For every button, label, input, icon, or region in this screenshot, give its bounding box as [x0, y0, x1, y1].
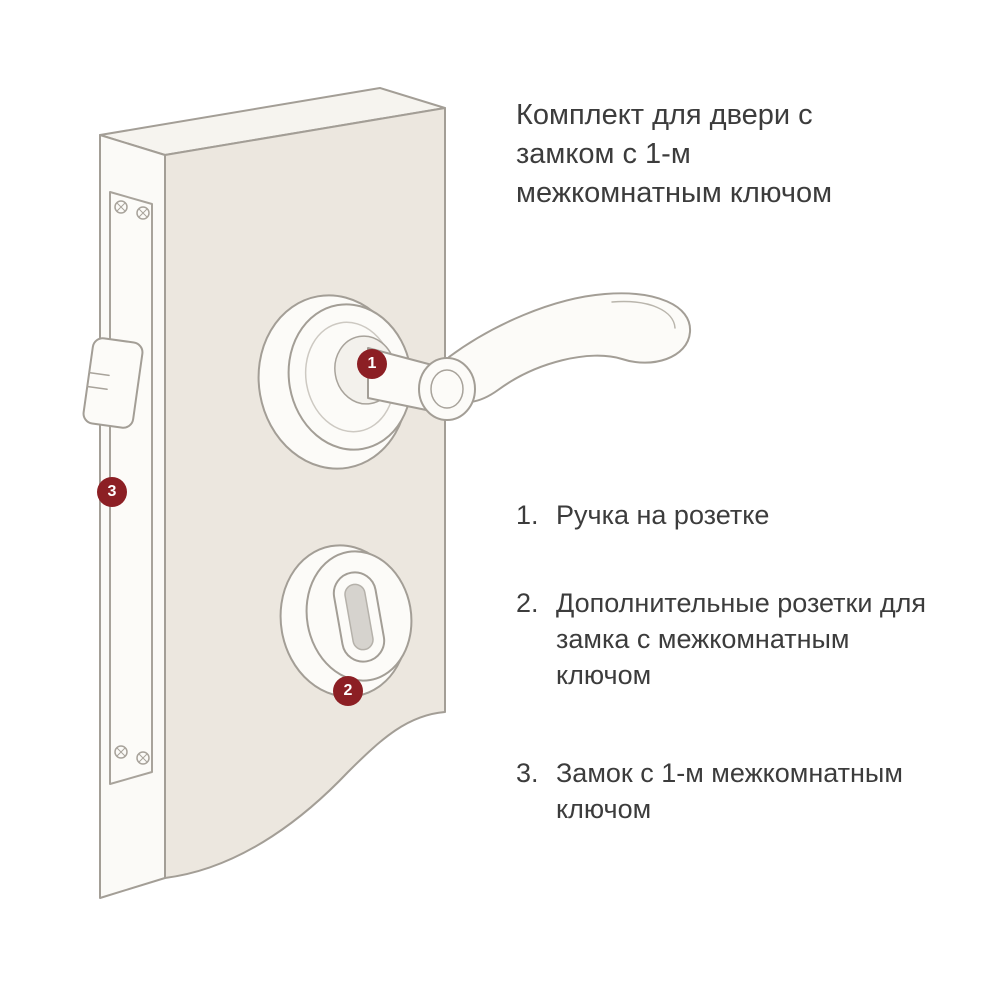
legend-item-2: 2. Дополнительные розетки для замка с ме… [516, 585, 990, 693]
key-rosette [279, 544, 413, 698]
legend-item-number: 1. [516, 500, 539, 530]
screw-icon [136, 206, 150, 220]
legend-item-text: Дополнительные розетки для замка с межко… [556, 588, 927, 690]
door-front-face [164, 107, 446, 879]
callout-badge-1: 1 [357, 349, 387, 379]
legend-item-number: 3. [516, 758, 539, 788]
screw-icon [114, 200, 128, 214]
legend-item-text: Замок с 1-м межкомнатным ключом [556, 758, 903, 824]
diagram-title: Комплект для двери с замком с 1-м межком… [516, 99, 833, 209]
keyhole-slot [332, 571, 386, 663]
legend-item-number: 2. [516, 588, 539, 618]
screw-icon [136, 751, 150, 765]
legend-list: 1. Ручка на розетке 2. Дополнительные ро… [516, 497, 990, 827]
latch-bolt [82, 337, 144, 429]
legend-item-1: 1. Ручка на розетке [516, 497, 990, 533]
callout-badge-2: 2 [333, 676, 363, 706]
handle-rosette [257, 294, 413, 470]
callout-badge-3: 3 [97, 477, 127, 507]
legend-item-text: Ручка на розетке [556, 500, 770, 530]
legend-item-3: 3. Замок с 1-м межкомнатным ключом [516, 755, 990, 827]
screw-icon [114, 745, 128, 759]
